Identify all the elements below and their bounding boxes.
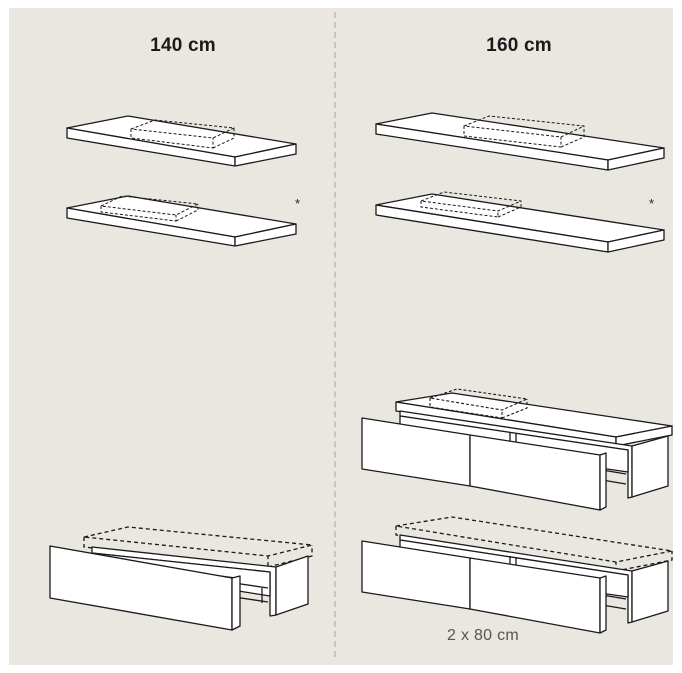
- column-title-140: 140 cm: [150, 35, 216, 56]
- cabinet-160-two-drawers-with-basin: [361, 388, 673, 511]
- countertop-140-inset-basin: [66, 195, 297, 247]
- footnote-asterisk-140: *: [295, 196, 301, 211]
- countertop-140-vessel-basin: [66, 115, 297, 167]
- cabinet-160-two-drawers: [361, 516, 673, 634]
- drawer-width-note: 2 x 80 cm: [447, 627, 520, 644]
- countertop-160-vessel-basin: [375, 112, 665, 171]
- column-divider: [334, 12, 336, 657]
- footnote-asterisk-160: *: [649, 196, 655, 211]
- cabinet-140-one-drawer: [49, 526, 313, 631]
- countertop-160-inset-basin: [375, 191, 665, 253]
- column-title-160: 160 cm: [486, 35, 552, 56]
